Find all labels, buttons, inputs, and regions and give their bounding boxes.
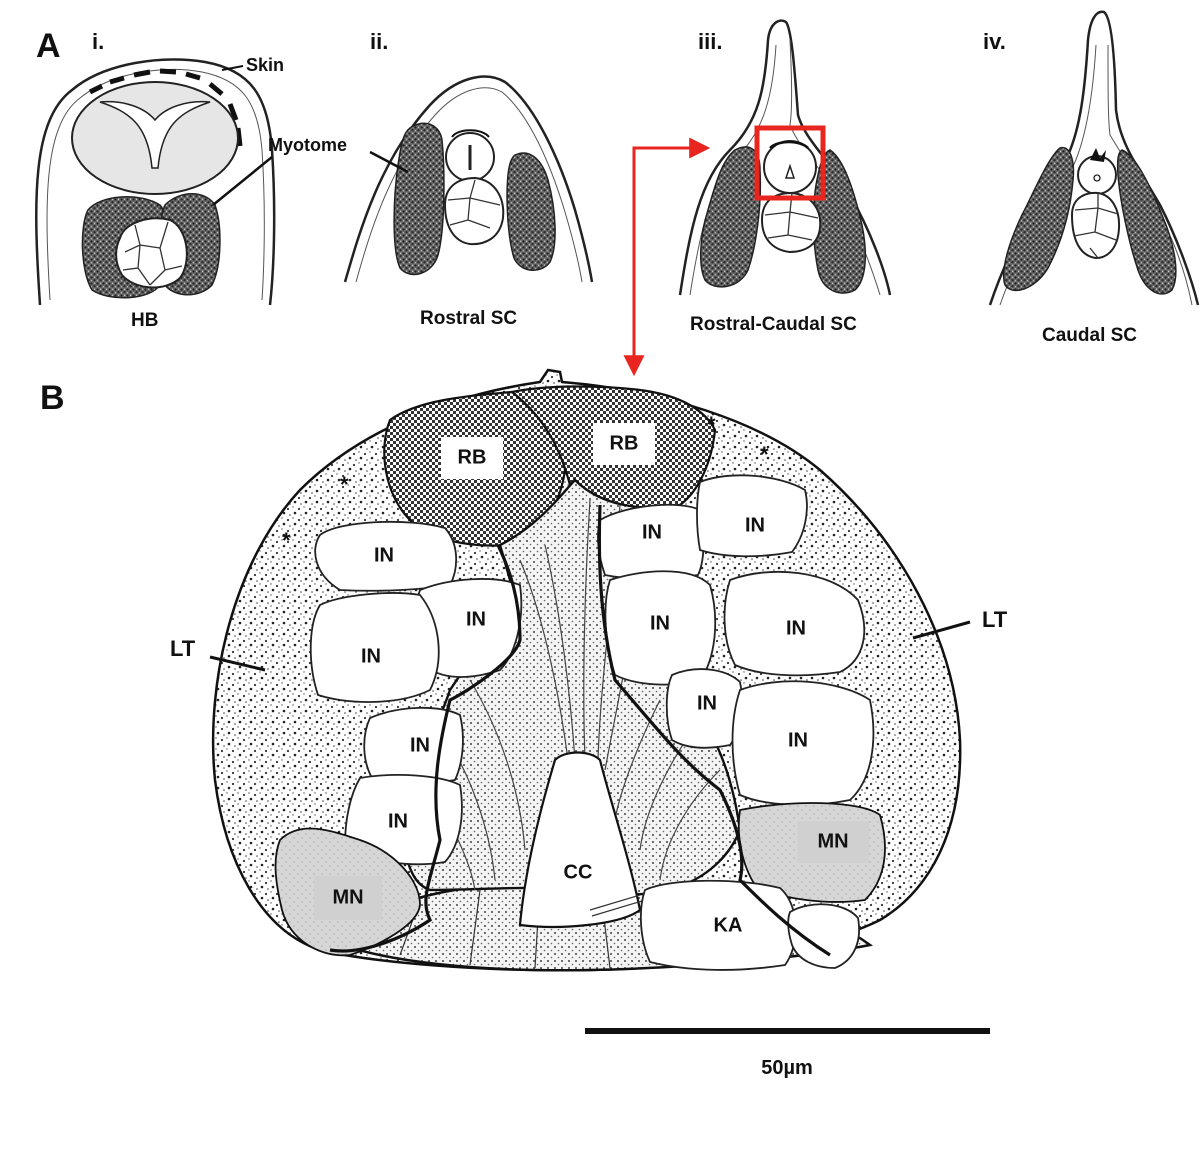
in-3-label: IN bbox=[361, 645, 381, 667]
in-8-label: IN bbox=[650, 612, 670, 634]
in-11-label: IN bbox=[788, 729, 808, 751]
rb-left-label: RB bbox=[458, 446, 487, 468]
rc-caption: Rostral-Caudal SC bbox=[690, 314, 857, 335]
lt-right-label: LT bbox=[982, 607, 1008, 632]
ka-label: KA bbox=[714, 914, 743, 936]
mn-right-label: MN bbox=[817, 830, 848, 852]
in-9-label: IN bbox=[786, 617, 806, 639]
rb-right-label: RB bbox=[610, 432, 639, 454]
caudal-caption: Caudal SC bbox=[1042, 325, 1137, 346]
section-iv-numeral: iv. bbox=[983, 29, 1006, 54]
rostral-myotome-left bbox=[394, 123, 444, 274]
lt-left-label: LT bbox=[170, 636, 196, 661]
rostral-notochord bbox=[445, 178, 503, 244]
myotome-label: Myotome bbox=[268, 135, 347, 155]
caudal-central-canal bbox=[1094, 175, 1100, 181]
asterisk-4: * bbox=[282, 528, 291, 553]
ka-neighbor-cell bbox=[788, 904, 859, 968]
cc-label: CC bbox=[564, 861, 593, 883]
asterisk-3: * bbox=[340, 472, 349, 497]
in-10a-label: IN bbox=[697, 692, 717, 714]
panel-a: A i. HB Skin Myotome ii. bbox=[36, 12, 1198, 372]
in-5-label: IN bbox=[388, 810, 408, 832]
in-2-label: IN bbox=[466, 608, 486, 630]
mn-left-label: MN bbox=[332, 886, 363, 908]
hb-caption: HB bbox=[131, 310, 158, 331]
in-1-label: IN bbox=[374, 544, 394, 566]
skin-label: Skin bbox=[246, 55, 284, 75]
in-6-label: IN bbox=[642, 521, 662, 543]
asterisk-1: * bbox=[707, 412, 716, 437]
section-ii-numeral: ii. bbox=[370, 29, 388, 54]
asterisk-2: * bbox=[760, 442, 769, 467]
section-hindbrain: i. HB Skin Myotome bbox=[36, 29, 347, 331]
in-7-label: IN bbox=[745, 514, 765, 536]
rostral-caption: Rostral SC bbox=[420, 308, 517, 329]
section-rostral-caudal-sc: iii. Rostral-Caudal SC bbox=[680, 21, 890, 335]
scale-bar-label: 50µm bbox=[761, 1057, 813, 1079]
section-rostral-sc: ii. Rostral SC bbox=[345, 29, 592, 329]
panel-a-letter: A bbox=[36, 27, 61, 65]
hb-notochord bbox=[116, 218, 187, 287]
section-iii-numeral: iii. bbox=[698, 29, 722, 54]
panel-b: B RB RB * * * * CC IN IN IN IN IN bbox=[40, 370, 1008, 1079]
in-4-label: IN bbox=[410, 734, 430, 756]
section-caudal-sc: iv. Caudal SC bbox=[983, 12, 1198, 346]
section-i-numeral: i. bbox=[92, 29, 104, 54]
panel-b-letter: B bbox=[40, 379, 65, 417]
